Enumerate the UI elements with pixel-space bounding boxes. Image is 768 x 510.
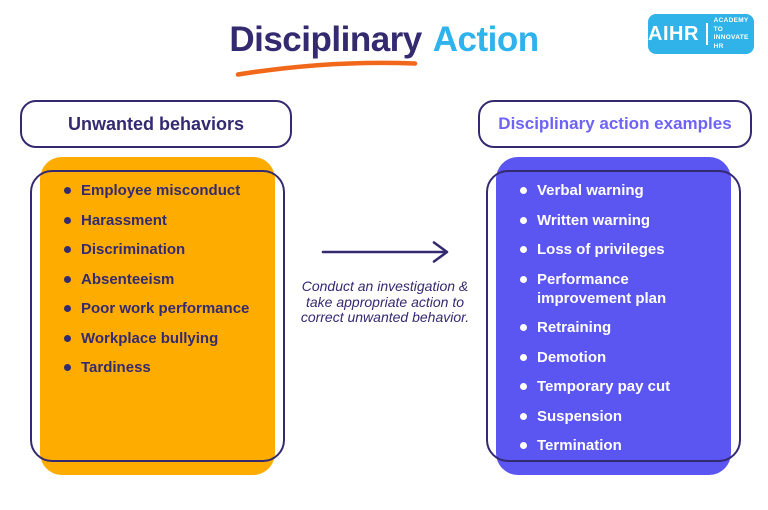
bullet-icon [64,275,71,283]
aihr-logo-brand: AIHR [648,22,699,45]
bullet-icon [64,305,71,312]
list-item-label: Demotion [537,348,607,366]
list-item: Poor work performance [64,299,271,318]
connector-caption: Conduct an investigation & take appropri… [283,278,487,326]
list-item: Employee misconduct [64,181,271,200]
caption-line: Conduct an investigation & [301,278,469,294]
list-item: Performance improvement plan [520,270,727,308]
list-item-label: Suspension [537,407,623,425]
list-item-label: Absenteeism [81,270,175,288]
bullet-icon [64,216,71,224]
caption-line: take appropriate action to [306,293,464,310]
bullet-icon [64,364,71,371]
list-item-label: Tardiness [81,359,151,376]
caption-line: correct unwanted behavior. [300,309,470,325]
list-item: Harassment [64,211,271,230]
bullet-icon [520,412,527,420]
disciplinary-actions-list: Verbal warning Written warning Loss of p… [520,181,727,466]
list-item: Verbal warning [520,181,727,200]
bullet-icon [64,187,71,194]
list-item-label: Loss of privileges [537,241,665,258]
list-item-label: Employee misconduct [81,182,241,199]
list-item: Termination [520,436,727,455]
bullet-icon [520,187,527,194]
bullet-icon [64,334,71,342]
list-item: Discrimination [64,240,271,259]
list-item: Loss of privileges [520,240,727,259]
list-item-label: Temporary pay cut [537,378,671,395]
list-item-label: Performance improvement plan [537,270,667,307]
panel-outline [30,170,285,462]
list-item: Absenteeism [64,270,271,289]
left-panel-header-label: Unwanted behaviors [67,113,245,134]
bullet-icon [520,275,527,283]
list-item-label: Written warning [537,211,651,229]
title-accent: Action [432,20,539,59]
list-item-label: Harassment [81,211,167,229]
list-item: Temporary pay cut [520,377,727,396]
list-item-label: Verbal warning [537,182,644,199]
list-item: Workplace bullying [64,329,271,348]
aihr-logo-tagline: ACADEMY TO INNOVATE HR [714,17,754,51]
logo-tagline-line1: ACADEMY TO [713,17,749,33]
list-item: Demotion [520,348,727,367]
list-item: Written warning [520,211,727,230]
bullet-icon [520,246,527,253]
panel-outline [486,170,741,462]
right-panel-header: Disciplinary action examples [478,100,752,148]
logo-tagline-line2: INNOVATE HR [713,34,749,50]
right-arrow-icon [321,241,449,263]
bullet-icon [520,442,527,449]
list-item-label: Discrimination [81,241,186,258]
list-item-label: Workplace bullying [81,329,219,347]
list-item-label: Termination [537,437,622,454]
panel-fill [40,157,275,475]
page-title: Disciplinary Action [0,20,768,60]
bullet-icon [520,353,527,361]
title-primary: Disciplinary [229,20,422,59]
bullet-icon [520,324,527,331]
unwanted-behaviors-panel: Employee misconduct Harassment Discrimin… [30,157,285,475]
list-item: Retraining [520,318,727,337]
title-underline-swoosh [235,60,418,77]
left-panel-header: Unwanted behaviors [20,100,292,148]
list-item-label: Retraining [537,319,612,336]
list-item: Suspension [520,407,727,426]
unwanted-behaviors-list: Employee misconduct Harassment Discrimin… [64,181,271,388]
aihr-logo: AIHR ACADEMY TO INNOVATE HR [648,14,754,54]
bullet-icon [64,246,71,253]
list-item: Tardiness [64,358,271,377]
list-item-label: Poor work performance [81,300,250,317]
bullet-icon [520,216,527,224]
panel-fill [496,157,731,475]
bullet-icon [520,383,527,390]
right-panel-header-label: Disciplinary action examples [498,114,732,133]
logo-divider [705,23,708,45]
disciplinary-actions-panel: Verbal warning Written warning Loss of p… [486,157,741,475]
